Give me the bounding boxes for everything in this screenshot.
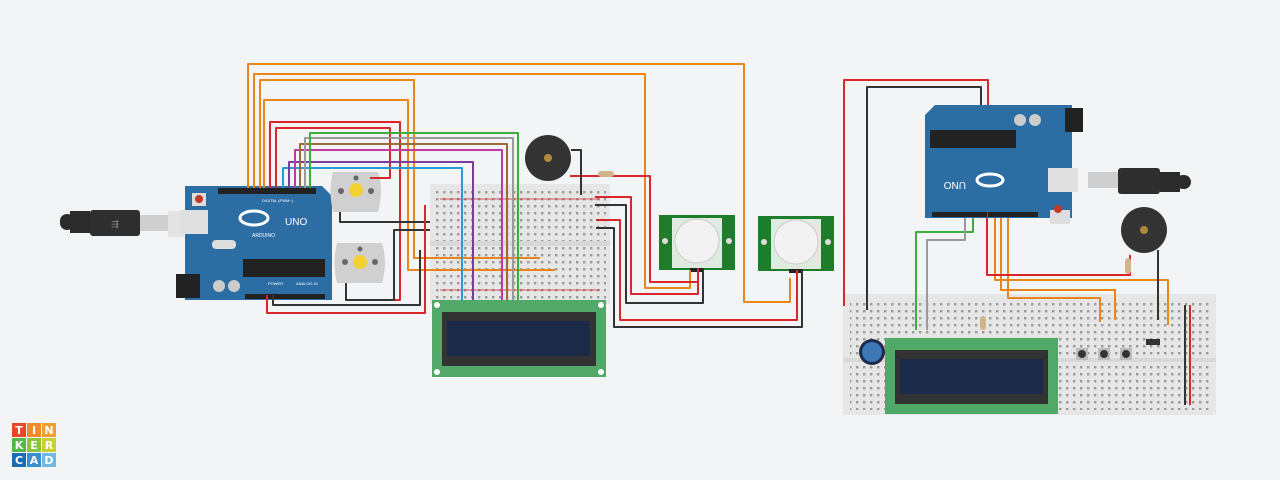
wire-black[interactable] (272, 250, 421, 306)
pir-sensor-2[interactable] (758, 216, 834, 273)
resistor[interactable] (598, 171, 614, 177)
wire-orange[interactable] (247, 63, 791, 303)
gear-icon (349, 183, 363, 197)
wires (247, 63, 1191, 405)
wire-magenta[interactable] (294, 149, 503, 300)
wire-gray[interactable] (304, 137, 514, 300)
wire-orange[interactable] (1007, 218, 1101, 322)
wire-red[interactable] (595, 196, 699, 295)
wire-red[interactable] (275, 127, 391, 188)
pushbuttons-right[interactable] (1076, 348, 1132, 360)
reset-button[interactable] (1054, 205, 1062, 213)
logo-letter: I (27, 423, 41, 437)
logo-letter: N (42, 423, 56, 437)
piezo-buzzer-left[interactable] (525, 135, 571, 181)
wire-gray[interactable] (926, 218, 966, 330)
wire-orange[interactable] (259, 79, 540, 259)
wire-cyan[interactable] (282, 167, 463, 300)
logo-letter: K (12, 438, 26, 452)
resistor[interactable] (1125, 258, 1131, 274)
gear-icon (353, 255, 367, 269)
arduino-brand-label: ARDUINO (252, 233, 275, 239)
wire-green[interactable] (309, 132, 519, 300)
reset-button[interactable] (195, 195, 203, 203)
wire-red[interactable] (596, 219, 798, 321)
wire-brown[interactable] (299, 143, 508, 300)
lcd-display-right[interactable] (885, 338, 1058, 414)
dc-motor-1[interactable] (330, 172, 382, 212)
potentiometer[interactable] (859, 339, 885, 365)
logo-letter: T (12, 423, 26, 437)
logo-letter: C (12, 453, 26, 467)
wire-red[interactable] (843, 79, 989, 306)
arduino-model-label: UNO (285, 217, 307, 228)
lcd-screen (900, 359, 1043, 394)
lcd-display-left[interactable] (432, 300, 606, 377)
wire-purple[interactable] (288, 161, 474, 300)
wire-black[interactable] (596, 227, 803, 328)
logo-letter: D (42, 453, 56, 467)
usb-cable-left[interactable]: ⇶ (60, 210, 184, 237)
power-header-label: POWER (268, 281, 283, 286)
dc-motor-2[interactable] (334, 243, 386, 283)
wire-black[interactable] (571, 149, 582, 195)
logo-letter: R (42, 438, 56, 452)
wire-black[interactable] (345, 229, 430, 301)
logo-letter: A (27, 453, 41, 467)
wire-black[interactable] (339, 212, 430, 223)
analog-header-label: ANALOG IN (296, 281, 318, 286)
usb-cable-right[interactable] (1088, 168, 1191, 194)
wire-black[interactable] (866, 86, 982, 310)
arduino-model-label: UNO (944, 179, 966, 190)
arduino-uno-right[interactable]: UNO (925, 105, 1083, 224)
logo-letter: E (27, 438, 41, 452)
wire-orange[interactable] (1000, 218, 1116, 320)
wire-green[interactable] (915, 218, 974, 330)
pir-sensor-1[interactable] (659, 215, 735, 272)
resistor[interactable] (980, 316, 986, 330)
lcd-screen (447, 321, 590, 356)
breadboard-left[interactable] (430, 184, 610, 304)
wire-black[interactable] (595, 204, 704, 304)
tinkercad-logo[interactable]: T I N K E R C A D (12, 423, 56, 467)
slide-switch[interactable] (1146, 339, 1160, 345)
wire-orange[interactable] (263, 99, 555, 271)
wire-red[interactable] (266, 205, 426, 314)
piezo-buzzer-right[interactable] (1121, 207, 1167, 253)
arduino-uno-left[interactable]: ARDUINO UNO DIGITAL (PWM~) POWER ANALOG … (176, 186, 332, 300)
wire-orange[interactable] (253, 73, 691, 289)
digital-header-label: DIGITAL (PWM~) (262, 198, 294, 203)
wire-orange[interactable] (994, 218, 1169, 325)
usb-icon: ⇶ (111, 219, 119, 229)
